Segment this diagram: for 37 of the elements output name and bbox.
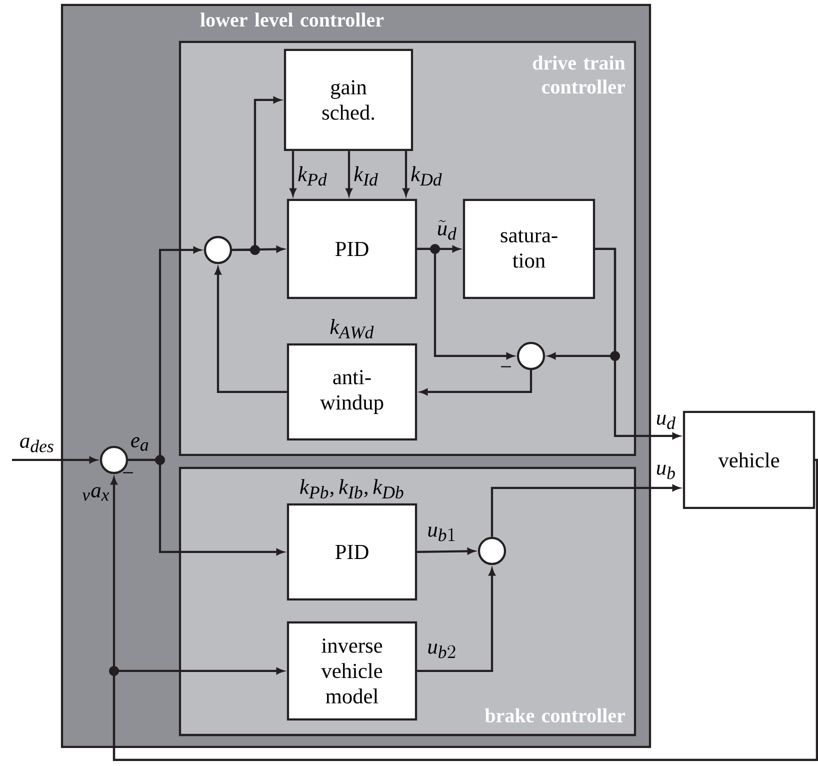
edge-label: $k_{Id}$ — [354, 166, 378, 186]
edge-label: $\tilde{u}_d$ — [438, 220, 456, 240]
arrow — [548, 248, 616, 360]
arrow — [420, 370, 532, 396]
block-box: PID — [286, 503, 418, 601]
arrow — [417, 248, 514, 360]
arrow — [214, 267, 287, 394]
gain-label: $k_{AWd}$ — [330, 319, 374, 338]
block-box: vehicle — [682, 410, 816, 510]
edge-label: $u_{b2}$ — [428, 644, 456, 658]
arrow — [417, 568, 496, 672]
block-box: anti- windup — [286, 343, 418, 441]
arrow — [128, 458, 284, 556]
arrow — [12, 456, 97, 464]
arrow — [417, 548, 475, 554]
minus-sign: − — [123, 472, 133, 474]
arrow — [490, 484, 680, 537]
summing-junction — [478, 536, 506, 566]
edge-label: $u_d$ — [656, 414, 676, 430]
arrow — [232, 96, 281, 252]
arrow — [402, 151, 410, 196]
edge-label: $u_b$ — [656, 464, 675, 480]
arrow — [346, 151, 352, 196]
minus-sign: − — [501, 366, 511, 368]
gain-label: $k_{Pb},k_{Ib},k_{Db}$ — [300, 479, 404, 498]
edge-label: $k_{Dd}$ — [411, 166, 442, 186]
edge-label: ${}_va_x$ — [82, 487, 110, 501]
edge-label: $a_{des}$ — [20, 438, 54, 452]
summing-junction — [516, 342, 546, 370]
block-box: inverse vehicle model — [286, 621, 418, 721]
arrow — [290, 151, 296, 196]
edge-label: $u_{b1}$ — [428, 526, 455, 542]
edge-label: $e_a$ — [131, 437, 148, 451]
block-box: PID — [286, 198, 418, 300]
edge-label: $k_{Pd}$ — [298, 166, 327, 186]
block-box: gain sched. — [284, 48, 414, 152]
block-box: satura- tion — [462, 198, 596, 300]
